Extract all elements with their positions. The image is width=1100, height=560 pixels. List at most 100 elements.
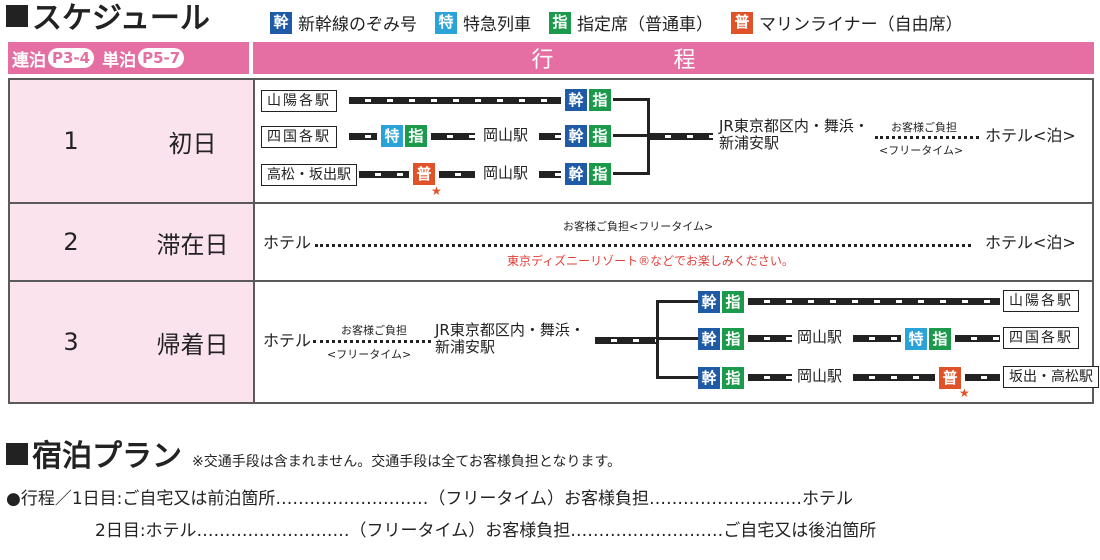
- connector: [613, 172, 649, 175]
- plan-day2: 2日目:ホテル………………………（フリータイム）お客様負担………………………ご自…: [95, 521, 877, 541]
- local-badge: 普: [939, 367, 961, 389]
- cost-note: お客様ご負担: [891, 121, 957, 134]
- hotel-start: ホテル: [263, 233, 312, 252]
- shinkansen-badge: 幹: [698, 328, 720, 350]
- row-day2: 2 滞在日 ホテル お客様ご負担<フリータイム> 東京ディズニーリゾート®などで…: [8, 202, 1094, 282]
- destination-line2: 新浦安駅: [719, 134, 780, 153]
- station-okayama: 岡山駅: [797, 328, 843, 346]
- connector: [656, 376, 698, 379]
- day-name: 初日: [132, 80, 255, 202]
- shinkansen-badge: 幹: [698, 367, 720, 389]
- rail-line: [439, 171, 475, 178]
- reserved-seat-badge: 指: [589, 163, 611, 185]
- legend: 幹 新幹線のぞみ号 特 特急列車 指 指定席（普通車） 普 マリンライナー（自由…: [270, 10, 975, 35]
- station-sanyo: 山陽各駅: [1003, 290, 1079, 312]
- legend-limited-express: 特急列車: [463, 15, 531, 35]
- rail-line: [965, 374, 1000, 381]
- station-shikoku: 四国各駅: [261, 126, 337, 148]
- day-number: 3: [10, 282, 134, 402]
- reserved-seat-badge: 指: [405, 125, 427, 147]
- rail-line: [431, 133, 475, 140]
- plan-title: 宿泊プラン※交通手段は含まれません。交通手段は全てお客様負担となります。: [6, 442, 621, 472]
- cost-note: お客様ご負担: [341, 324, 407, 337]
- day-name: 帰着日: [132, 282, 255, 402]
- plan-note: ※交通手段は含まれません。交通手段は全てお客様負担となります。: [192, 454, 622, 470]
- reserved-seat-badge: 指: [589, 125, 611, 147]
- free-time-note: <フリータイム>: [327, 348, 412, 361]
- destination-line1: JR東京都区内・舞浜・: [435, 321, 585, 339]
- schedule-table: 連泊 P3-4 単泊 P5-7 行程 1 初日 山陽各駅 四国各駅 高松・坂出駅…: [8, 42, 1099, 404]
- connector: [656, 337, 698, 340]
- renpaku-pages: P3-4: [48, 48, 95, 68]
- station-okayama: 岡山駅: [483, 126, 529, 144]
- shinkansen-badge: 幹: [698, 291, 720, 313]
- station-okayama: 岡山駅: [483, 164, 529, 182]
- disney-note: 東京ディズニーリゾート®などでお楽しみください。: [507, 254, 794, 268]
- dotted-line: [875, 136, 979, 139]
- dotted-line: [313, 340, 431, 343]
- reserved-seat-badge: 指: [929, 328, 951, 350]
- shinkansen-badge: 幹: [565, 89, 587, 111]
- shinkansen-badge: 幹: [565, 163, 587, 185]
- rail-line: [539, 171, 561, 178]
- row-day3: 3 帰着日 ホテル お客様ご負担 <フリータイム> JR東京都区内・舞浜・ 新浦…: [8, 280, 1099, 404]
- rail-line: [649, 133, 713, 140]
- rail-line: [748, 298, 1000, 305]
- station-okayama: 岡山駅: [797, 367, 843, 385]
- destination-tokyo: JR東京都区内・舞浜・ 新浦安駅: [435, 321, 585, 357]
- reserved-seat-badge: 指: [722, 328, 744, 350]
- rail-line: [595, 337, 657, 344]
- limited-express-badge: 特: [381, 125, 403, 147]
- station-shikoku: 四国各駅: [1003, 327, 1079, 349]
- cost-note: お客様ご負担<フリータイム>: [563, 220, 714, 233]
- header-tanpaku: 単泊: [102, 50, 137, 71]
- star-icon: ★: [431, 184, 442, 198]
- rail-line: [853, 335, 901, 342]
- row-day1: 1 初日 山陽各駅 四国各駅 高松・坂出駅 幹 指 特 指 岡山駅 幹 指 普 …: [8, 78, 1094, 204]
- limited-express-badge: 特: [905, 328, 927, 350]
- local-badge: 普: [413, 163, 435, 185]
- header-renpaku: 連泊: [12, 50, 46, 71]
- connector: [613, 98, 649, 101]
- rail-line: [748, 335, 792, 342]
- free-time-note: <フリータイム>: [879, 144, 964, 157]
- tanpaku-pages: P5-7: [138, 48, 185, 68]
- schedule-title: スケジュール: [6, 4, 210, 34]
- route-day2: ホテル お客様ご負担<フリータイム> 東京ディズニーリゾート®などでお楽しみくだ…: [255, 204, 1092, 280]
- legend-reserved-seat: 指定席（普通車）: [577, 15, 713, 35]
- limited-express-badge: 特: [435, 11, 457, 34]
- reserved-seat-badge: 指: [549, 11, 571, 34]
- junction-line: [647, 98, 650, 175]
- station-sanyo: 山陽各駅: [261, 90, 337, 112]
- rail-line: [748, 374, 792, 381]
- day-number: 2: [10, 204, 134, 280]
- dotted-line: [315, 244, 971, 247]
- reserved-seat-badge: 指: [722, 291, 744, 313]
- rail-line: [349, 97, 561, 104]
- destination-line1: JR東京都区内・舞浜・: [719, 117, 869, 135]
- rail-line: [853, 374, 935, 381]
- station-sakaide: 坂出・高松駅: [1003, 366, 1099, 388]
- day-number: 1: [10, 80, 134, 202]
- header-plan-type: 連泊 P3-4 単泊 P5-7: [8, 42, 251, 74]
- connector: [656, 300, 698, 303]
- rail-line: [955, 335, 1000, 342]
- route-day1: 山陽各駅 四国各駅 高松・坂出駅 幹 指 特 指 岡山駅 幹 指 普 ★ 岡山駅…: [255, 80, 1092, 202]
- rail-line: [359, 171, 409, 178]
- connector: [613, 134, 649, 137]
- rail-line: [539, 133, 561, 140]
- local-badge: 普: [731, 11, 753, 34]
- rail-line: [349, 133, 377, 140]
- destination-line2: 新浦安駅: [435, 338, 496, 357]
- reserved-seat-badge: 指: [589, 89, 611, 111]
- hotel-stay: ホテル<泊>: [985, 126, 1076, 145]
- legend-shinkansen: 新幹線のぞみ号: [298, 15, 417, 35]
- day-name: 滞在日: [132, 204, 255, 280]
- legend-marine-liner: マリンライナー（自由席）: [759, 15, 963, 35]
- plan-day1: ●行程／1日目:ご自宅又は前泊箇所………………………（フリータイム）お客様負担……: [6, 489, 854, 509]
- hotel-stay: ホテル<泊>: [985, 233, 1076, 252]
- shinkansen-badge: 幹: [565, 125, 587, 147]
- header-itinerary: 行程: [253, 42, 1094, 74]
- route-day3: ホテル お客様ご負担 <フリータイム> JR東京都区内・舞浜・ 新浦安駅 幹 指…: [255, 282, 1099, 402]
